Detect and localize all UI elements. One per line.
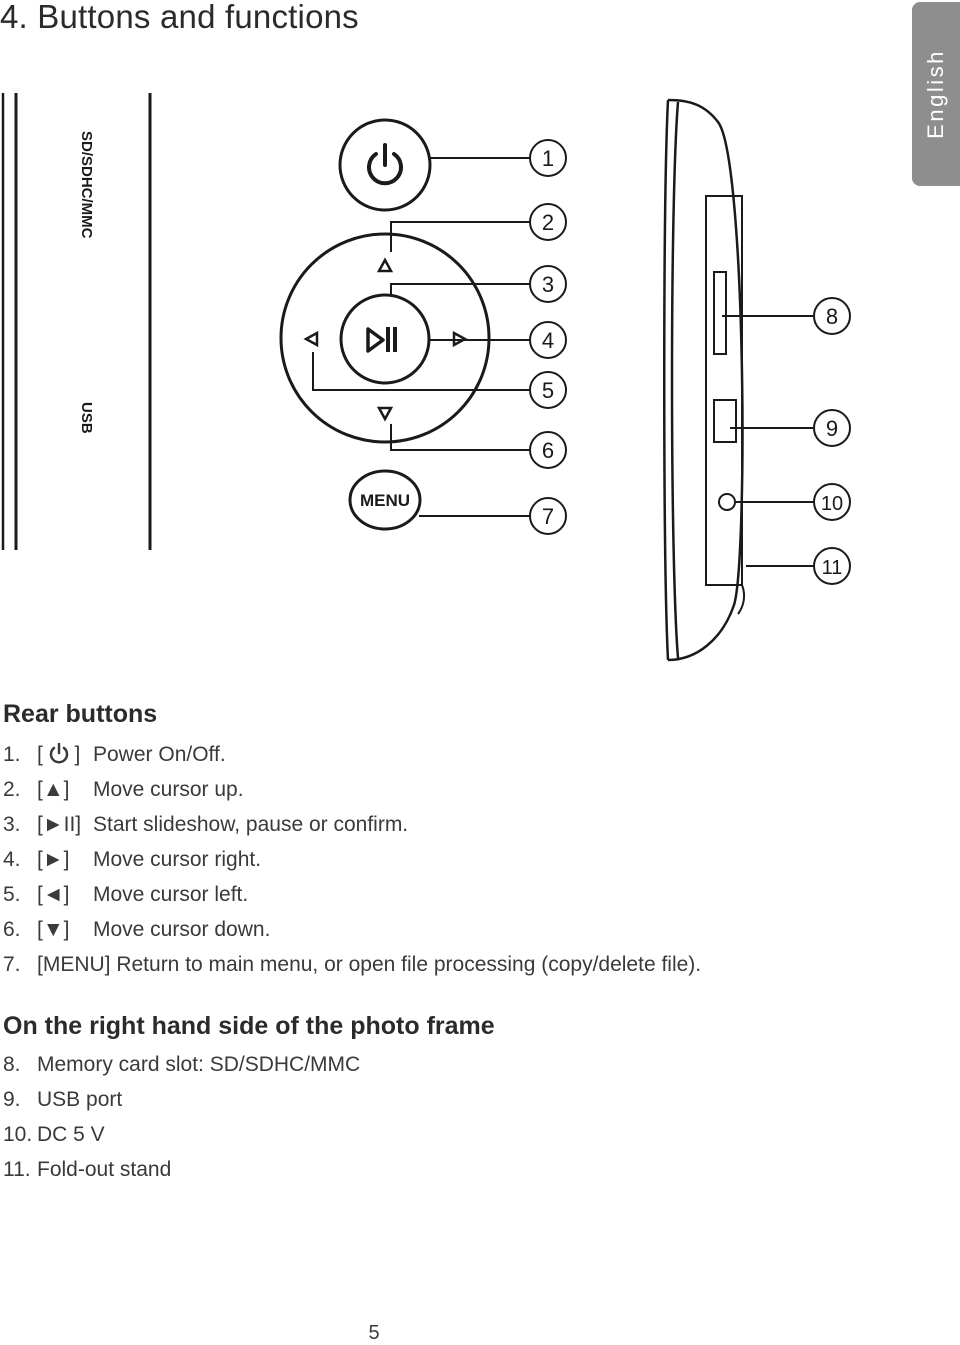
item-number: 9. (3, 1088, 21, 1111)
triangle-up-icon: [▲] (37, 778, 70, 801)
item-number: 10. (3, 1123, 33, 1146)
item-text: Start slideshow, pause or confirm. (93, 813, 409, 836)
item-number: 6. (3, 918, 21, 941)
right-side-list: 8. Memory card slot: SD/SDHC/MMC 9. USB po… (3, 1047, 360, 1187)
list-item: 1. [ ] Power On/Off. (3, 737, 701, 772)
list-item: 3. [►II] Start slideshow, pause or confirm… (3, 807, 701, 842)
play-pause-button[interactable] (339, 293, 431, 385)
rear-buttons-title: Rear buttons (3, 700, 158, 728)
list-item: 4. [►] Move cursor right. (3, 842, 701, 877)
svg-text:8: 8 (826, 304, 838, 329)
svg-text:11: 11 (822, 557, 843, 579)
right-arrow-button[interactable] (452, 330, 468, 348)
callout-5: 5 (529, 371, 567, 409)
list-item: 6. [▼] Move cursor down. (3, 912, 701, 947)
item-number: 3. (3, 813, 21, 836)
item-text: [MENU] Return to main menu, or open file… (37, 953, 702, 976)
item-number: 11. (3, 1158, 31, 1181)
callout-3: 3 (529, 265, 567, 303)
list-item: 8. Memory card slot: SD/SDHC/MMC (3, 1047, 360, 1082)
svg-text:4: 4 (542, 328, 554, 353)
memory-card-slot (713, 271, 727, 355)
item-text: Power On/Off. (93, 743, 226, 766)
callout-11: 11 (813, 547, 851, 585)
right-side-title: On the right hand side of the photo fram… (3, 1012, 495, 1040)
triangle-down-icon: [▼] (37, 918, 70, 941)
svg-text:10: 10 (821, 493, 843, 515)
callout-4: 4 (529, 321, 567, 359)
triangle-left-icon: [◄] (37, 883, 70, 906)
up-arrow-button[interactable] (376, 257, 394, 273)
item-text: Fold-out stand (37, 1158, 172, 1181)
list-item: 7. [MENU] Return to main menu, or open fi… (3, 947, 701, 982)
item-number: 2. (3, 778, 21, 801)
svg-text:6: 6 (542, 438, 554, 463)
left-edge-lines (1, 93, 152, 550)
list-item: 9. USB port (3, 1082, 360, 1117)
item-text: Move cursor right. (93, 848, 262, 871)
item-text: Move cursor down. (93, 918, 271, 941)
svg-text:5: 5 (542, 378, 554, 403)
language-tab: English (912, 2, 960, 186)
usb-side-label: USB (78, 402, 95, 434)
callout-10: 10 (813, 483, 851, 521)
svg-text:9: 9 (826, 416, 838, 441)
list-item: 11. Fold-out stand (3, 1152, 360, 1187)
usb-port (713, 399, 737, 443)
list-item: 5. [◄] Move cursor left. (3, 877, 701, 912)
list-item: 2. [▲] Move cursor up. (3, 772, 701, 807)
callout-9: 9 (813, 409, 851, 447)
item-text: DC 5 V (37, 1123, 105, 1146)
item-text: Move cursor up. (93, 778, 244, 801)
list-item: 10.DC 5 V (3, 1117, 360, 1152)
triangle-right-icon: [►] (37, 848, 70, 871)
navigation-ring (279, 232, 491, 444)
menu-button[interactable] (348, 469, 422, 531)
buttons-diagram: SD/SDHC/MMC USB MENU (1, 93, 851, 662)
left-arrow-button[interactable] (303, 330, 319, 348)
item-text: USB port (37, 1088, 123, 1111)
item-number: 4. (3, 848, 21, 871)
callout-6: 6 (529, 431, 567, 469)
power-icon (367, 143, 403, 186)
menu-button-label: MENU (360, 491, 410, 510)
dc-power-socket (718, 493, 736, 511)
svg-text:2: 2 (542, 210, 554, 235)
svg-text:7: 7 (542, 504, 554, 529)
callout-1: 1 (529, 139, 567, 177)
frame-side-view (663, 98, 746, 662)
page-heading: 4. Buttons and functions (0, 0, 359, 35)
svg-text:3: 3 (542, 272, 554, 297)
callout-markers: 1 2 3 4 5 6 7 8 9 10 11 (529, 139, 851, 585)
rear-buttons-list: 1.[ ]Power On/Off. 2.[▲]Move cursor up. … (3, 737, 701, 982)
page-number: 5 (368, 1322, 380, 1344)
item-text: Memory card slot: SD/SDHC/MMC (37, 1053, 361, 1076)
callout-2: 2 (529, 203, 567, 241)
callout-8: 8 (813, 297, 851, 335)
play-pause-icon (366, 327, 397, 353)
svg-text:1: 1 (542, 146, 554, 171)
item-number: 7. (3, 953, 21, 976)
item-number: 1. (3, 743, 21, 766)
item-text: Move cursor left. (93, 883, 249, 906)
item-number: 8. (3, 1053, 21, 1076)
power-icon: [ ] (37, 742, 81, 766)
sd-slot-side-label: SD/SDHC/MMC (78, 131, 95, 239)
item-number: 5. (3, 883, 21, 906)
down-arrow-button[interactable] (376, 406, 394, 422)
play-pause-icon: [►II] (37, 813, 82, 836)
callout-7: 7 (529, 497, 567, 535)
